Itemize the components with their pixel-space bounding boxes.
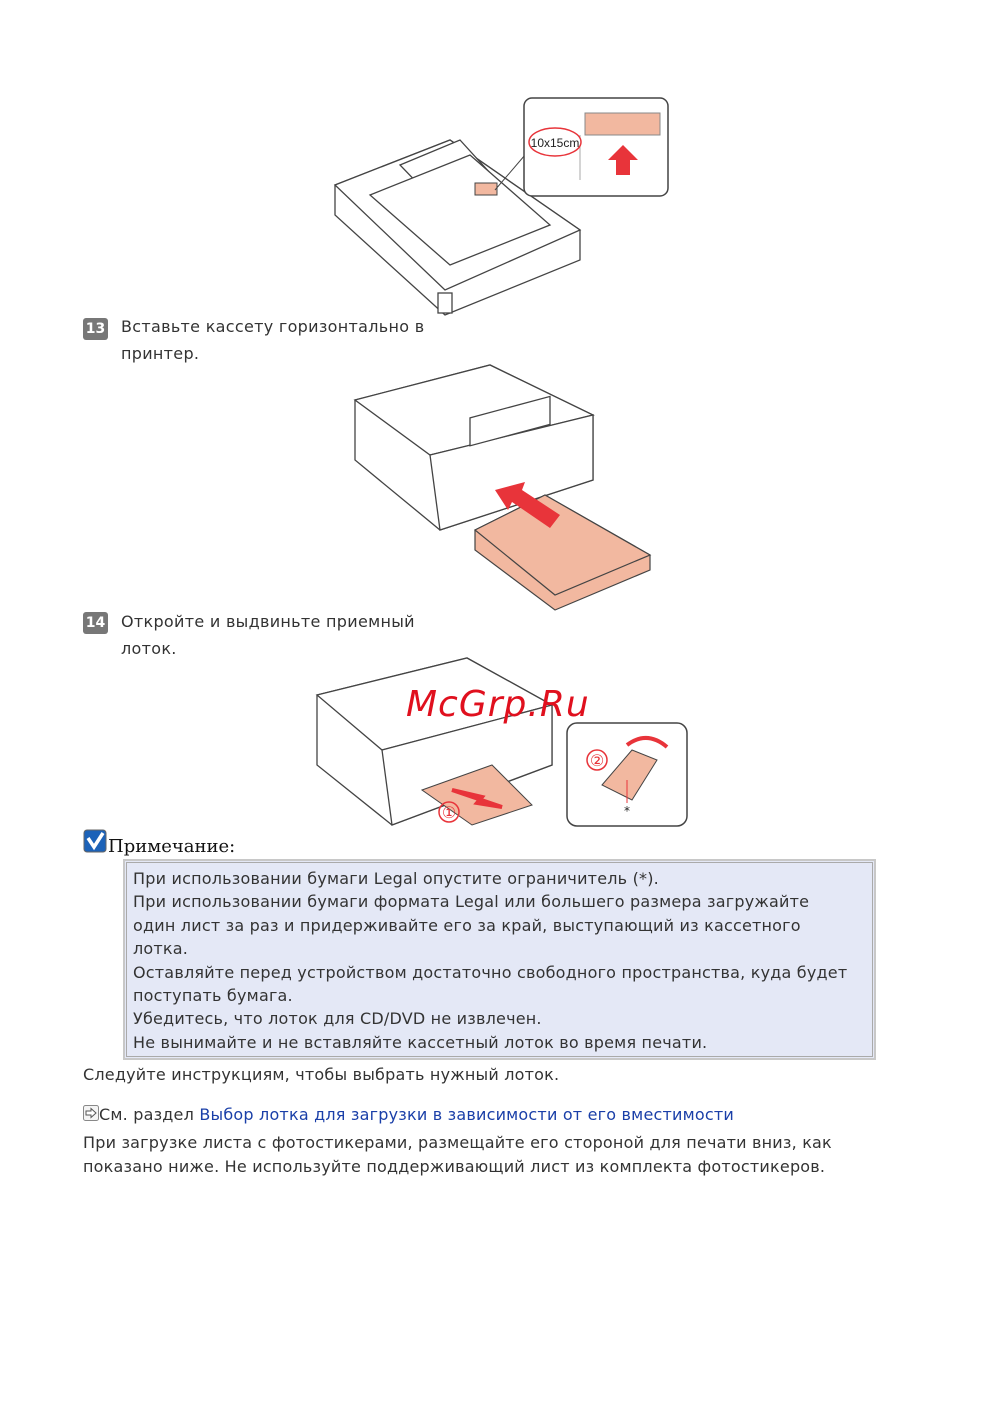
photo-sticker-line-1: При загрузке листа с фотостикерами, разм… (83, 1133, 832, 1152)
note-check-icon (83, 829, 107, 853)
tray-selection-link[interactable]: Выбор лотка для загрузки в зависимости о… (199, 1105, 734, 1124)
note-box: При использовании бумаги Legal опустите … (123, 859, 876, 1060)
note-line: При использовании бумаги Legal опустите … (133, 869, 659, 888)
note-line: Оставляйте перед устройством достаточно … (133, 962, 848, 982)
note-line: Не вынимайте и не вставляйте кассетный л… (133, 1032, 708, 1052)
see-also-prefix: См. раздел (99, 1105, 200, 1124)
note-line: один лист за раз и придерживайте его за … (133, 915, 801, 935)
step-13-text: Вставьте кассету горизонтально в принтер… (121, 317, 425, 363)
step-14-text: Откройте и выдвиньте приемный лоток. (121, 612, 415, 658)
marker-1: ① (442, 803, 456, 822)
cassette-illustration: 10x15cm (333, 97, 669, 316)
note-line: Убедитесь, что лоток для CD/DVD не извле… (133, 1009, 542, 1029)
marker-asterisk: * (624, 804, 630, 818)
watermark: McGrp.Ru (406, 684, 590, 725)
follow-instructions-text: Следуйте инструкциям, чтобы выбрать нужн… (83, 1065, 560, 1084)
see-also: См. раздел Выбор лотка для загрузки в за… (83, 1103, 734, 1127)
step-13-badge: 13 (83, 318, 108, 340)
marker-2: ② (590, 751, 604, 770)
note-line: поступать бумага. (133, 986, 293, 1006)
size-label: 10x15cm (531, 136, 580, 150)
printer-insert-cassette-illustration (353, 364, 652, 611)
reference-arrow-icon (83, 1105, 99, 1121)
note-title: Примечание: (108, 836, 236, 857)
printer-output-tray-illustration: ① ② * (315, 657, 688, 827)
step-14-badge: 14 (83, 612, 108, 634)
note-line: лотка. (133, 939, 189, 959)
note-line: При использовании бумаги формата Legal и… (133, 892, 810, 912)
photo-sticker-line-2: показано ниже. Не используйте поддержива… (83, 1157, 826, 1176)
